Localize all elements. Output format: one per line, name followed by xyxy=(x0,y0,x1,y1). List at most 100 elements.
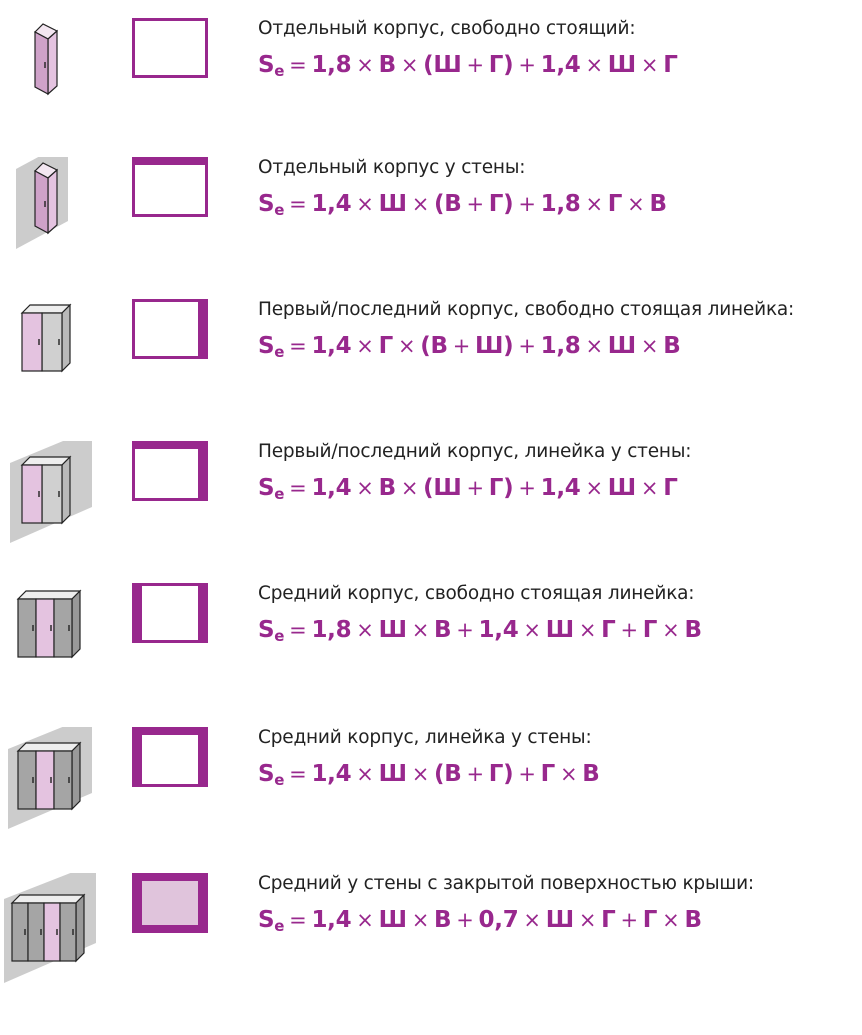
formula-subscript: e xyxy=(274,201,285,219)
formula-operator: × xyxy=(523,908,541,932)
formula-term: S xyxy=(258,52,275,78)
formula-operator: × xyxy=(356,762,374,786)
formula-operator: × xyxy=(627,192,645,216)
formula-operator: × xyxy=(585,53,603,77)
formula-operator: × xyxy=(578,618,597,642)
formula-operator: × xyxy=(523,618,541,642)
formula-operator: × xyxy=(356,334,374,358)
exposed-surface-diagram xyxy=(132,441,208,501)
formula-operator: × xyxy=(640,334,659,358)
formula-term: Ш xyxy=(607,52,636,78)
formula-operator: × xyxy=(560,762,578,786)
formula-term: (В xyxy=(434,761,462,787)
formula-term: Г xyxy=(607,191,623,217)
formula-term: Г xyxy=(663,475,678,501)
formula-term: Г) xyxy=(488,52,514,78)
formula-term: Ш xyxy=(378,617,407,643)
surface-formula: Se=1,4×В×(Ш+Г)+1,4×Ш×Г xyxy=(258,475,678,503)
formula-term: В xyxy=(684,907,702,933)
row-description: Первый/последний корпус, свободно стояща… xyxy=(258,299,795,320)
formula-term: 1,8 xyxy=(311,617,352,643)
row-description: Средний корпус, линейка у стены: xyxy=(258,727,592,748)
formula-operator: + xyxy=(620,908,638,932)
end-cabinet-wall-row-icon xyxy=(10,441,92,543)
formula-operator: + xyxy=(466,762,484,786)
row-description: Первый/последний корпус, линейка у стены… xyxy=(258,441,692,462)
formula-operator: + xyxy=(466,476,484,500)
formula-term: Ш xyxy=(607,333,636,359)
formula-row-4: Первый/последний корпус, линейка у стены… xyxy=(0,441,862,561)
formula-operator: × xyxy=(662,908,680,932)
formula-operator: × xyxy=(356,53,374,77)
formula-operator: × xyxy=(411,762,430,786)
formula-term: В xyxy=(434,907,452,933)
formula-term: 1,8 xyxy=(540,191,581,217)
formula-term: Ш xyxy=(378,191,407,217)
formula-subscript: e xyxy=(274,771,285,789)
row-description: Средний корпус, свободно стоящая линейка… xyxy=(258,583,695,604)
formula-term: (Ш xyxy=(423,475,462,501)
formula-term: Г xyxy=(378,333,394,359)
surface-formula: Se=1,8×Ш×В+1,4×Ш×Г+Г×В xyxy=(258,617,702,645)
formula-term: Г xyxy=(601,617,616,643)
formula-term: 0,7 xyxy=(478,907,519,933)
surface-formula: Se=1,8×В×(Ш+Г)+1,4×Ш×Г xyxy=(258,52,678,80)
surface-formula: Se=1,4×Ш×(В+Г)+1,8×Г×В xyxy=(258,191,667,219)
formula-term: В xyxy=(582,761,600,787)
formula-operator: × xyxy=(356,192,374,216)
formula-term: Г xyxy=(642,617,658,643)
formula-term: 1,4 xyxy=(540,52,581,78)
formula-operator: × xyxy=(411,192,430,216)
exposed-surface-diagram xyxy=(132,873,208,933)
formula-term: В xyxy=(649,191,667,217)
formula-operator: + xyxy=(456,618,474,642)
formula-operator: + xyxy=(466,53,484,77)
formula-term: В xyxy=(684,617,702,643)
formula-operator: = xyxy=(289,334,307,358)
formula-term: Г xyxy=(663,52,678,78)
formula-operator: + xyxy=(518,192,536,216)
formula-term: 1,4 xyxy=(311,907,352,933)
exposed-surface-diagram xyxy=(132,157,208,217)
formula-row-2: Отдельный корпус у стены: Se=1,4×Ш×(В+Г)… xyxy=(0,157,862,277)
formula-operator: × xyxy=(356,908,374,932)
formula-term: S xyxy=(258,907,275,933)
row-description: Отдельный корпус, свободно стоящий: xyxy=(258,18,636,39)
formula-term: В xyxy=(663,333,681,359)
exposed-surface-diagram xyxy=(132,18,208,78)
exposed-surface-diagram xyxy=(132,583,208,643)
row-description: Средний у стены с закрытой поверхностью … xyxy=(258,873,754,894)
formula-term: Ш xyxy=(378,761,407,787)
surface-formula: Se=1,4×Г×(В+Ш)+1,8×Ш×В xyxy=(258,333,681,361)
formula-term: 1,4 xyxy=(311,191,352,217)
formula-term: 1,8 xyxy=(311,52,352,78)
formula-operator: = xyxy=(289,618,307,642)
formula-row-6: Средний корпус, линейка у стены: Se=1,4×… xyxy=(0,727,862,847)
formula-operator: × xyxy=(411,908,430,932)
surface-formula: Se=1,4×Ш×В+0,7×Ш×Г+Г×В xyxy=(258,907,702,935)
formula-operator: × xyxy=(411,618,430,642)
formula-operator: × xyxy=(585,192,604,216)
formula-operator: + xyxy=(620,618,638,642)
formula-term: 1,4 xyxy=(478,617,519,643)
formula-operator: + xyxy=(518,334,536,358)
formula-operator: = xyxy=(289,908,307,932)
formula-operator: × xyxy=(662,618,680,642)
formula-operator: × xyxy=(400,53,419,77)
freestanding-single-cabinet-icon xyxy=(34,23,59,96)
formula-operator: × xyxy=(397,334,416,358)
formula-term: (Ш xyxy=(423,52,462,78)
formula-subscript: e xyxy=(274,62,285,80)
formula-term: Г xyxy=(642,907,658,933)
single-cabinet-wall-icon xyxy=(16,157,68,249)
exposed-surface-diagram xyxy=(132,299,208,359)
formula-term: В xyxy=(434,617,452,643)
formula-operator: + xyxy=(518,762,536,786)
formula-subscript: e xyxy=(274,485,285,503)
formula-subscript: e xyxy=(274,917,285,935)
formula-term: Г) xyxy=(488,191,514,217)
formula-operator: × xyxy=(356,476,374,500)
formula-operator: + xyxy=(518,476,536,500)
formula-operator: = xyxy=(289,53,307,77)
formula-term: Г xyxy=(540,761,556,787)
